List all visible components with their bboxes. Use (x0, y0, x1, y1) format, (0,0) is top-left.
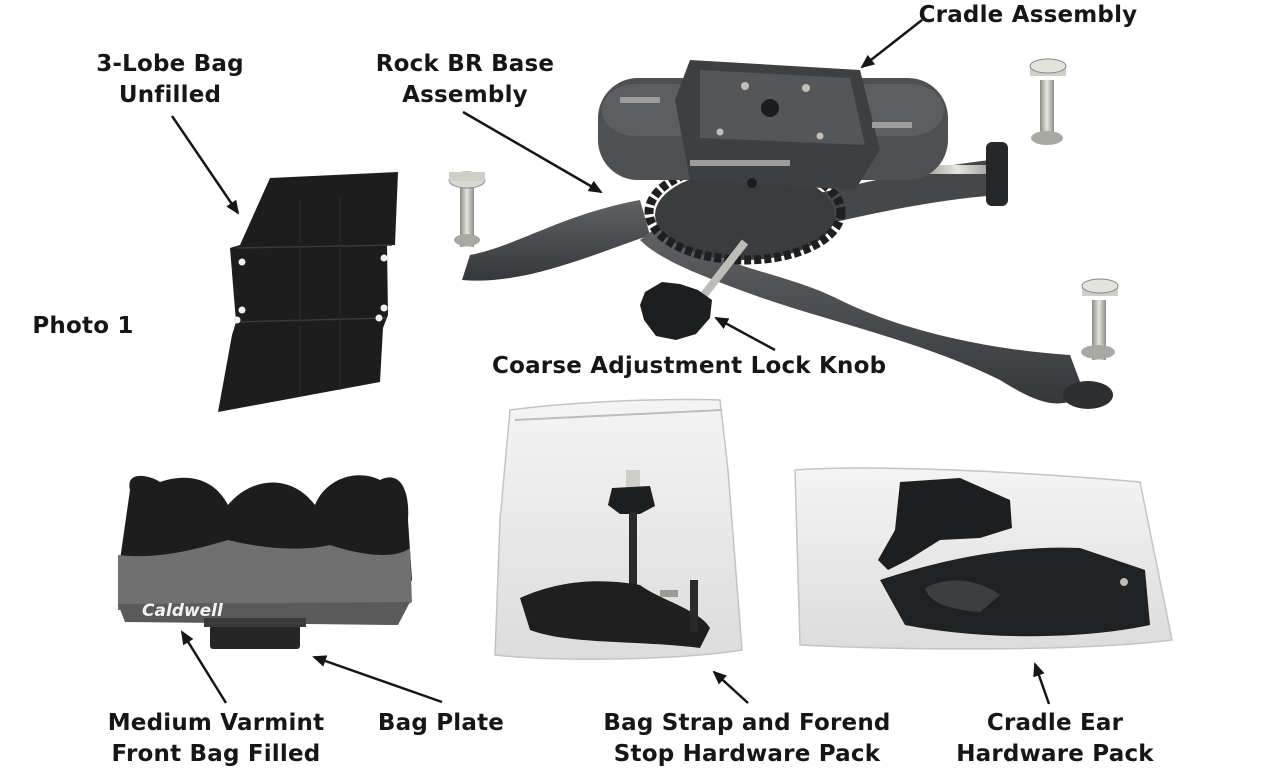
coarse-adjustment-lock-knob-icon (640, 282, 712, 340)
caldwell-logo: Caldwell (142, 601, 224, 621)
medium-varmint-front-bag: Caldwell (118, 475, 412, 649)
cradle-assembly (598, 60, 948, 190)
arrow-three-lobe-bag (170, 115, 240, 215)
label-photo: Photo 1 (32, 313, 134, 339)
arrow-cradle-ear-pack (1033, 662, 1051, 705)
label-front-bag: Medium Varmint Front Bag Filled (107, 710, 325, 767)
cradle-ear-hardware-pack (794, 467, 1173, 650)
label-cradle-ear-pack: Cradle Ear Hardware Pack (956, 710, 1154, 767)
label-bag-plate: Bag Plate (377, 710, 505, 736)
arrow-strap-pack (712, 670, 749, 704)
arrow-bag-plate (312, 655, 443, 704)
arrow-coarse-knob (714, 316, 776, 352)
label-strap-pack: Bag Strap and Forend Stop Hardware Pack (603, 710, 891, 767)
three-lobe-bag-unfilled (218, 172, 398, 412)
label-rock-br-base: Rock BR Base Assembly (375, 51, 555, 108)
label-cradle-assembly: Cradle Assembly (918, 2, 1138, 28)
leader-arrows (170, 19, 1051, 705)
label-three-lobe-bag: 3-Lobe Bag Unfilled (96, 51, 244, 108)
bag-strap-hardware-pack (494, 398, 743, 660)
arrow-rock-br-base (462, 110, 603, 194)
rock-br-base-assembly (448, 58, 1119, 409)
arrow-cradle-assembly (860, 19, 923, 69)
label-coarse-knob: Coarse Adjustment Lock Knob (492, 353, 887, 379)
arrow-front-bag (180, 630, 228, 704)
